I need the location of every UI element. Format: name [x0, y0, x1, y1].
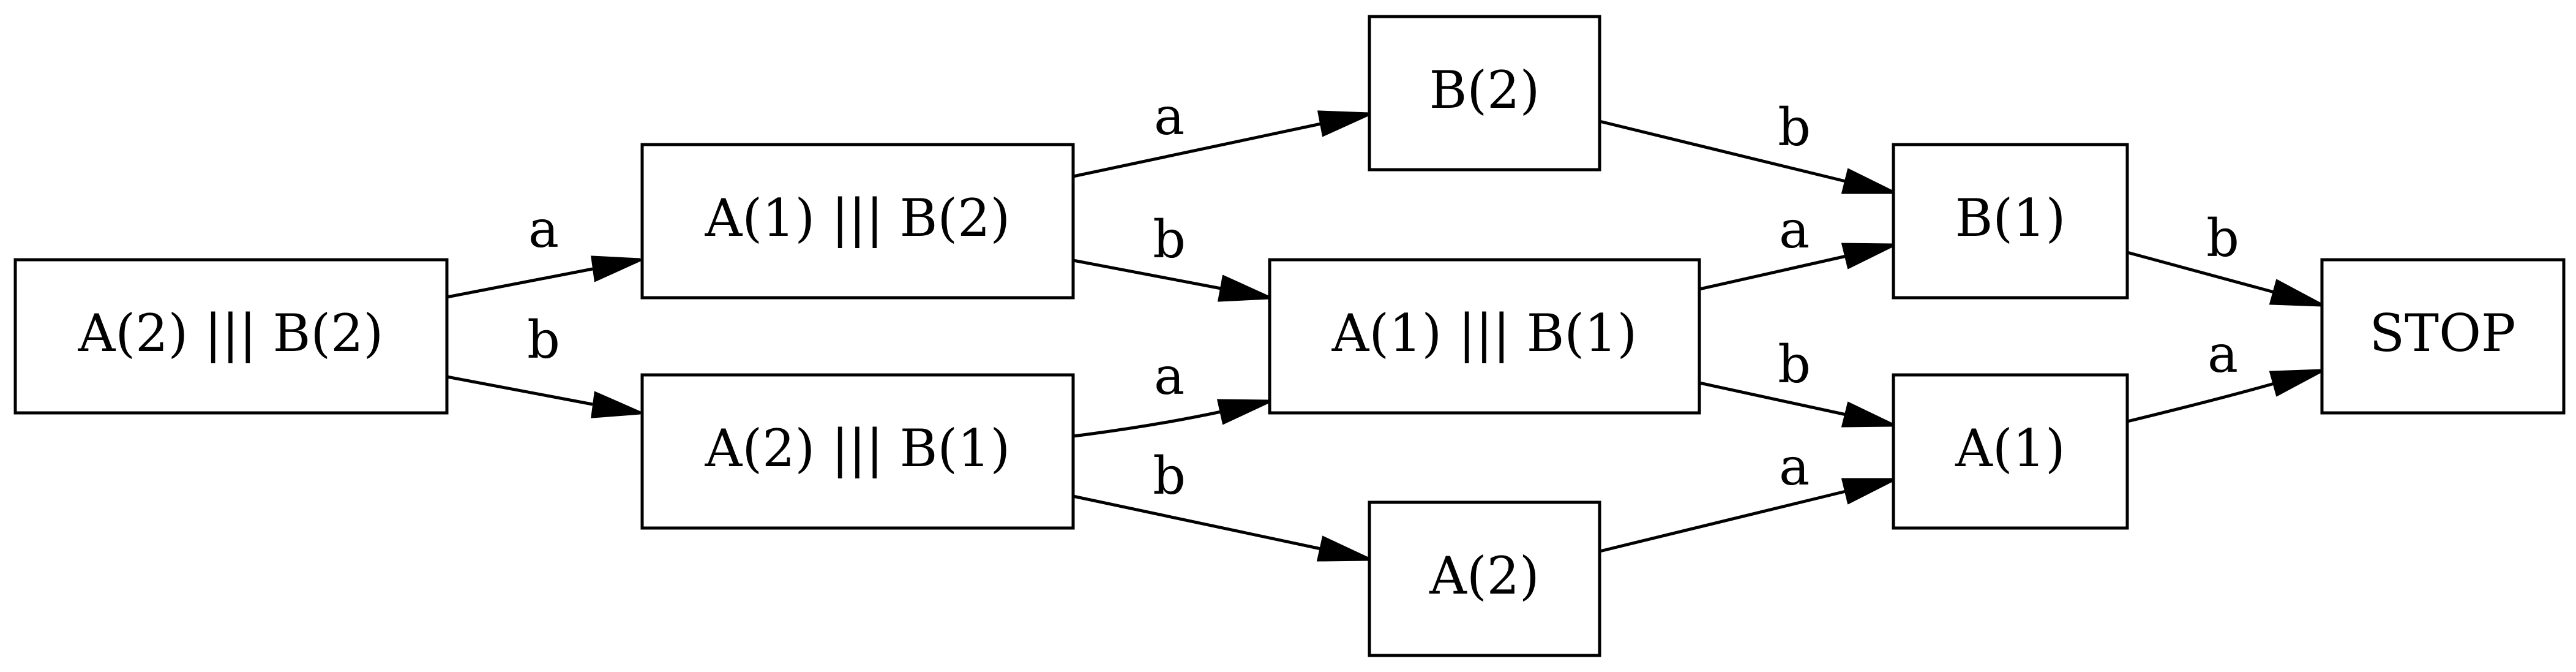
edge-a2b1-to-a1b1: a — [1073, 346, 1271, 438]
edge-a2b1-to-a2: b — [1073, 446, 1371, 562]
edge-label-a2b1-to-a1b1: a — [1154, 346, 1185, 406]
edge-b1-to-stop: b — [2127, 208, 2323, 307]
edge-label-b2-to-b1: b — [1778, 97, 1811, 157]
edge-label-a1b2-to-b2: a — [1154, 86, 1185, 146]
edge-label-a1b1-to-a1: b — [1778, 334, 1811, 395]
edge-label-a1-to-stop: a — [2207, 324, 2238, 384]
edge-label-a1b2-to-a1b1: b — [1153, 210, 1186, 270]
node-stop: STOP — [2320, 258, 2566, 415]
edge-label-a1b1-to-b1: a — [1779, 200, 1810, 260]
node-b2: B(2) — [1368, 15, 1601, 172]
node-label-a2b2: A(2) ||| B(2) — [78, 303, 384, 363]
nodes: A(2) ||| B(2) A(1) ||| B(2) A(2) ||| B(1… — [13, 15, 2566, 657]
edge-a2b2-to-a1b2: a — [446, 199, 642, 299]
edge-b2-to-b1: b — [1599, 97, 1895, 194]
node-a2b2: A(2) ||| B(2) — [13, 258, 449, 415]
node-label-a2: A(2) — [1429, 546, 1540, 606]
node-a1b1: A(1) ||| B(1) — [1268, 258, 1701, 415]
edge-a1b1-to-a1: b — [1699, 334, 1895, 428]
edge-label-a2b1-to-a2: b — [1153, 446, 1186, 506]
node-label-a2b1: A(2) ||| B(1) — [705, 418, 1011, 478]
edge-label-a2-to-a1: a — [1779, 437, 1810, 497]
node-label-b1: B(1) — [1955, 188, 2066, 248]
edge-a1-to-stop: a — [2127, 324, 2323, 423]
edge-a1b2-to-b2: a — [1073, 86, 1371, 178]
node-b1: B(1) — [1892, 143, 2129, 300]
edges: a b a b a b b — [446, 86, 2323, 562]
node-a1b2: A(1) ||| B(2) — [640, 143, 1075, 300]
node-label-a1b1: A(1) ||| B(1) — [1331, 303, 1638, 363]
edge-a2b2-to-a2b1: b — [446, 310, 642, 418]
node-a1: A(1) — [1892, 373, 2129, 530]
node-label-a1b2: A(1) ||| B(2) — [705, 188, 1011, 248]
edge-a1b1-to-b1: a — [1699, 200, 1895, 291]
edge-label-a2b2-to-a2b1: b — [527, 310, 560, 370]
edge-a2-to-a1: a — [1599, 437, 1895, 553]
edge-label-a2b2-to-a1b2: a — [528, 199, 559, 259]
edge-label-b1-to-stop: b — [2206, 208, 2239, 268]
node-a2: A(2) — [1368, 500, 1601, 657]
edge-a1b2-to-a1b1: b — [1073, 210, 1271, 302]
node-a2b1: A(2) ||| B(1) — [640, 373, 1075, 530]
node-label-stop: STOP — [2370, 303, 2516, 363]
node-label-b2: B(2) — [1429, 60, 1540, 120]
node-label-a1: A(1) — [1955, 418, 2065, 478]
